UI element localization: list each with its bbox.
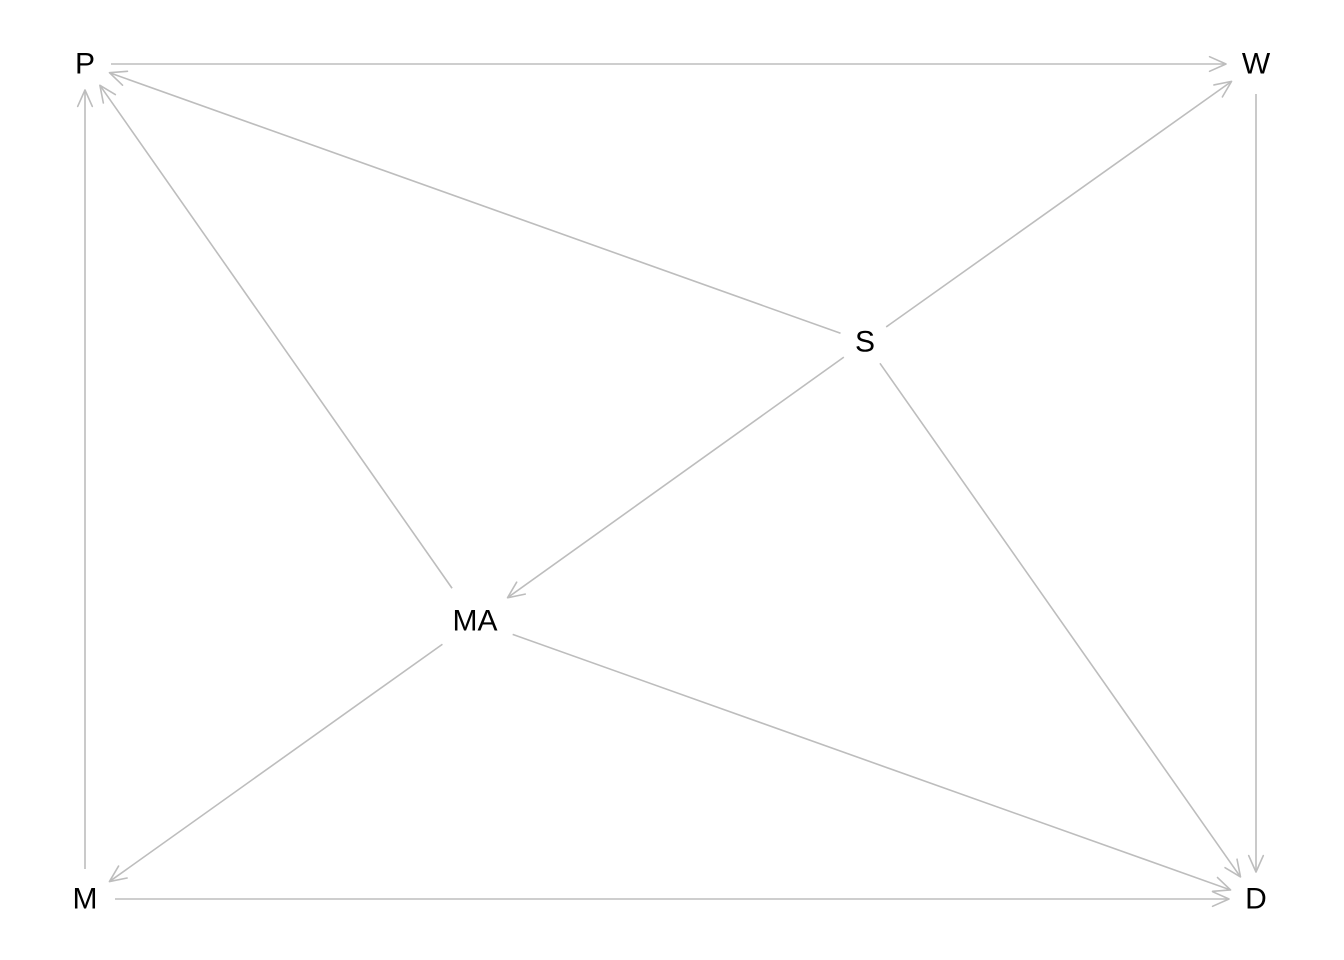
edge-s-to-w	[885, 80, 1233, 328]
edge-m-to-p	[76, 89, 94, 869]
edges-layer	[76, 55, 1265, 908]
node-ma: MA	[453, 605, 498, 638]
edge-ma-to-d	[512, 633, 1232, 893]
node-s: S	[855, 326, 875, 359]
node-m: M	[73, 883, 98, 916]
arrowhead	[1211, 876, 1232, 893]
edge-line	[885, 80, 1233, 328]
arrowhead	[108, 70, 129, 86]
edge-m-to-d	[115, 890, 1230, 908]
node-p: P	[75, 48, 95, 81]
arrowhead	[1224, 858, 1242, 878]
edge-p-to-w	[111, 55, 1227, 73]
node-d: D	[1245, 883, 1267, 916]
arrowhead	[108, 865, 128, 883]
edge-s-to-d	[879, 362, 1242, 878]
edge-ma-to-p	[99, 84, 453, 589]
arrowhead	[1213, 80, 1233, 98]
arrowhead	[1208, 55, 1227, 73]
arrowhead	[506, 581, 526, 599]
edge-line	[99, 84, 453, 589]
arrowhead	[1247, 854, 1265, 873]
edge-s-to-ma	[506, 356, 845, 599]
edge-s-to-p	[108, 70, 841, 335]
edge-line	[879, 362, 1242, 878]
edge-ma-to-m	[108, 643, 443, 883]
node-w: W	[1242, 48, 1271, 81]
edge-line	[512, 633, 1231, 891]
arrowhead	[99, 84, 117, 104]
arrowhead	[1211, 890, 1230, 908]
edge-line	[108, 643, 443, 883]
edge-line	[109, 71, 841, 335]
edge-w-to-d	[1247, 94, 1265, 873]
arrowhead	[76, 89, 94, 108]
nodes-layer: P W S MA M D	[73, 48, 1271, 916]
edge-line	[507, 356, 845, 599]
